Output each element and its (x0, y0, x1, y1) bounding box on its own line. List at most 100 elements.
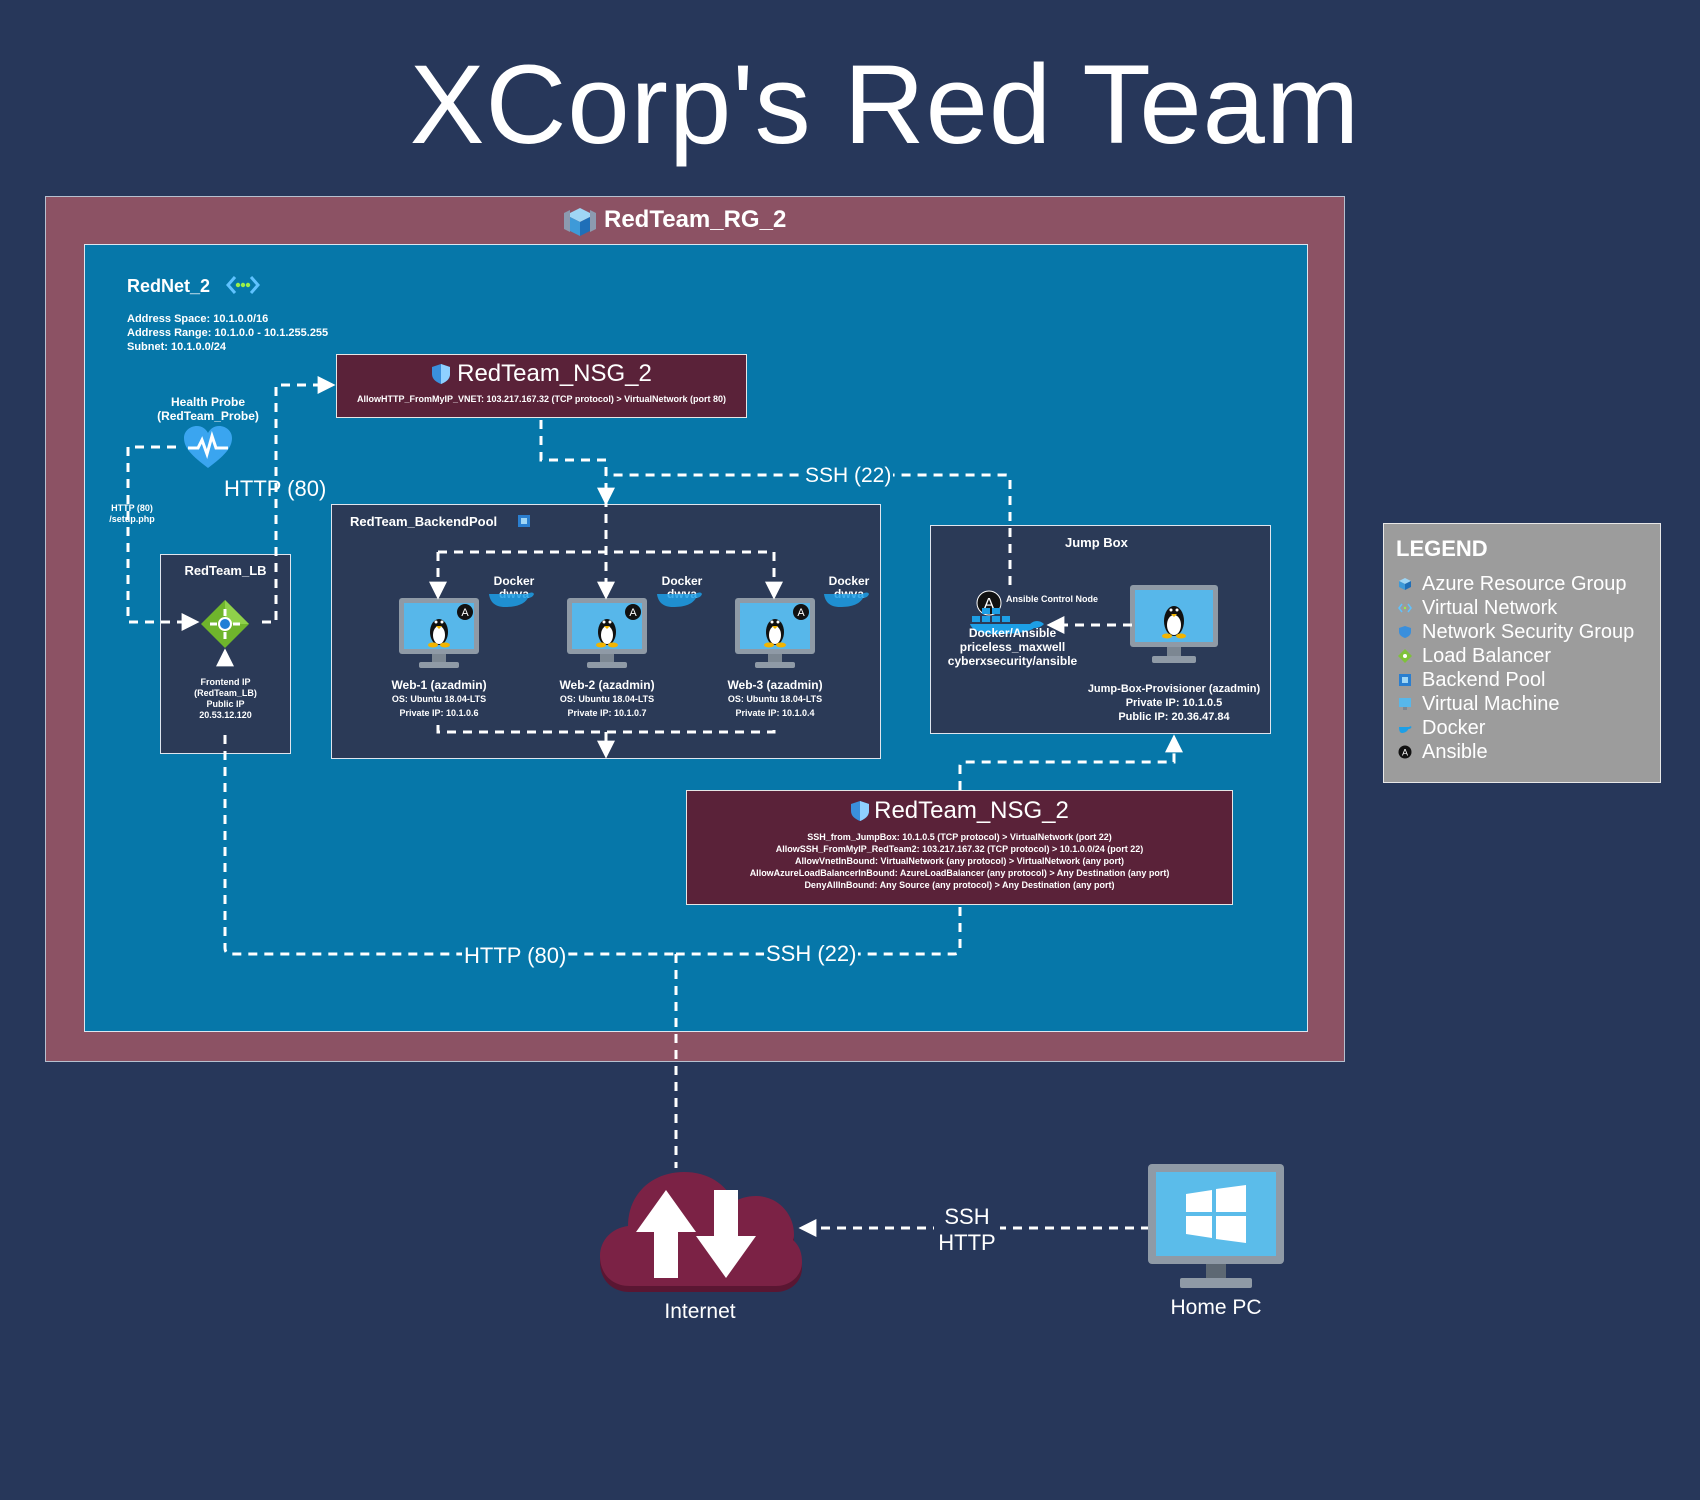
docker-label: Docker (828, 574, 870, 588)
edge-label-home: SSH HTTP (934, 1204, 1000, 1256)
resource-group-name: RedTeam_RG_2 (604, 206, 787, 233)
vm-icon (1398, 697, 1412, 711)
vnet-details: Address Space: 10.1.0.0/16 Address Range… (127, 312, 328, 354)
health-probe-check: HTTP (80) /setup.php (98, 503, 166, 525)
edge-label-ssh-home: SSH (944, 1204, 990, 1229)
windows-pc-icon (1148, 1164, 1284, 1295)
nsg-rule: DenyAllInBound: Any Source (any protocol… (804, 880, 1115, 890)
nsg-top-rule: AllowHTTP_FromMyIP_VNET: 103.217.167.32 … (356, 394, 726, 404)
nsg-rule: AllowSSH_FromMyIP_RedTeam2: 103.217.167.… (775, 844, 1144, 854)
vnet-address-space: Address Space: 10.1.0.0/16 (127, 313, 269, 325)
legend-item: Backend Pool (1398, 668, 1660, 692)
vnet-name: RedNet_2 (127, 276, 211, 296)
health-probe-title: Health Probe (170, 395, 245, 409)
legend-items: Azure Resource Group Virtual Network Net… (1398, 572, 1660, 764)
vm-web-2: A (543, 576, 671, 726)
backend-pool-name: RedTeam_BackendPool (350, 514, 498, 529)
legend-item-label: Network Security Group (1422, 620, 1635, 643)
vm-os: OS: Ubuntu 18.04-LTS (727, 694, 823, 704)
jump-box-docker-details: Docker/Ansible priceless_maxwell cyberxs… (940, 626, 1085, 668)
vm-os: OS: Ubuntu 18.04-LTS (559, 694, 655, 704)
lb-frontend-label: Frontend IP (200, 677, 251, 687)
vm-private-ip: Private IP: 10.1.0.6 (399, 708, 479, 718)
edge-label-http-bottom: HTTP (80) (462, 943, 569, 969)
vm-private-ip: Private IP: 10.1.0.7 (567, 708, 647, 718)
vm-name: Web-3 (azadmin) (727, 678, 823, 692)
vm-icon (1130, 585, 1218, 670)
legend-item: Network Security Group (1398, 620, 1660, 644)
legend-item: Virtual Network (1398, 596, 1660, 620)
backend-pool-icon (1398, 673, 1412, 687)
ansible-icon: A (1398, 745, 1412, 759)
vm-icon: A (399, 598, 479, 675)
vm-web-3-details: Web-3 (azadmin) OS: Ubuntu 18.04-LTS Pri… (711, 678, 839, 720)
docker-icon (1398, 721, 1412, 735)
vnet-address-range: Address Range: 10.1.0.0 - 10.1.255.255 (127, 327, 329, 339)
legend-item: Load Balancer (1398, 644, 1660, 668)
vnet-icon (226, 274, 260, 296)
jump-box-public-ip: Public IP: 20.36.47.84 (1118, 711, 1230, 723)
legend-item-label: Load Balancer (1422, 644, 1551, 667)
lb-public-ip-label: Public IP (206, 699, 245, 709)
heartbeat-icon (182, 424, 234, 470)
load-balancer-icon (1398, 649, 1412, 663)
vm-icon: A (735, 598, 815, 675)
vm-web-1-details: Web-1 (azadmin) OS: Ubuntu 18.04-LTS Pri… (375, 678, 503, 720)
legend-item-label: Virtual Machine (1422, 692, 1560, 715)
vm-icon: A (567, 598, 647, 675)
svg-text:A: A (984, 596, 995, 613)
nsg-bottom-name: RedTeam_NSG_2 (874, 797, 1069, 824)
ansible-control-node-label: Ansible Control Node (1006, 594, 1098, 604)
home-pc-label: Home PC (1170, 1296, 1262, 1319)
internet-cloud-icon (600, 1160, 802, 1296)
jump-box-private-ip: Private IP: 10.1.0.5 (1125, 697, 1223, 709)
cube-icon (562, 205, 598, 239)
internet-label: Internet (664, 1300, 736, 1323)
legend-item-label: Virtual Network (1422, 596, 1558, 619)
container-name: priceless_maxwell (959, 640, 1066, 654)
legend-item-label: Docker (1422, 716, 1486, 739)
shield-icon (850, 800, 870, 822)
nsg-rule: SSH_from_JumpBox: 10.1.0.5 (TCP protocol… (807, 832, 1112, 842)
legend-item: Azure Resource Group (1398, 572, 1660, 596)
edge-label-http-top: HTTP (80) (224, 476, 327, 501)
edge-label-http-home: HTTP (938, 1230, 996, 1255)
nsg-top-name: RedTeam_NSG_2 (457, 360, 652, 387)
vm-web-2-details: Web-2 (azadmin) OS: Ubuntu 18.04-LTS Pri… (543, 678, 671, 720)
legend-title: LEGEND (1396, 536, 1488, 561)
legend-item: Virtual Machine (1398, 692, 1660, 716)
nsg-bottom-rules: SSH_from_JumpBox: 10.1.0.5 (TCP protocol… (687, 831, 1232, 891)
lb-frontend-name: (RedTeam_LB) (194, 688, 257, 698)
vnet-subnet: Subnet: 10.1.0.0/24 (127, 341, 227, 353)
shield-icon (1398, 625, 1412, 639)
lb-public-ip: 20.53.12.120 (199, 710, 252, 720)
svg-text:A: A (629, 607, 637, 619)
nsg-top: RedTeam_NSG_2 AllowHTTP_FromMyIP_VNET: 1… (336, 354, 747, 418)
load-balancer-name: RedTeam_LB (184, 563, 267, 578)
vm-web-3: A (711, 576, 839, 726)
jump-box-vm-details: Jump-Box-Provisioner (azadmin) Private I… (1082, 682, 1266, 724)
edge-label-ssh-top: SSH (22) (803, 464, 894, 488)
legend-item-label: Azure Resource Group (1422, 572, 1627, 595)
health-probe-port: HTTP (80) (111, 503, 153, 513)
docker-icon (655, 586, 703, 608)
legend: LEGEND Azure Resource Group Virtual Netw… (1383, 523, 1661, 783)
vm-name: Web-2 (azadmin) (559, 678, 655, 692)
cube-icon (1398, 577, 1412, 591)
vnet-icon (1398, 601, 1412, 615)
svg-text:A: A (797, 607, 805, 619)
legend-item-label: Backend Pool (1422, 668, 1546, 691)
nsg-bottom: RedTeam_NSG_2 SSH_from_JumpBox: 10.1.0.5… (686, 790, 1233, 905)
vm-web-1: A (375, 576, 503, 726)
load-balancer-details: Frontend IP (RedTeam_LB) Public IP 20.53… (160, 677, 291, 721)
docker-ansible-label: Docker/Ansible (968, 626, 1057, 640)
health-probe-label: Health Probe (RedTeam_Probe) (140, 395, 276, 423)
health-probe-name: (RedTeam_Probe) (157, 409, 259, 423)
jump-box-title: Jump Box (1065, 535, 1128, 550)
svg-text:A: A (461, 607, 469, 619)
jump-box-vm-name: Jump-Box-Provisioner (azadmin) (1087, 683, 1261, 695)
container-image: cyberxsecurity/ansible (947, 654, 1078, 668)
vm-os: OS: Ubuntu 18.04-LTS (391, 694, 487, 704)
legend-item: A Ansible (1398, 740, 1660, 764)
